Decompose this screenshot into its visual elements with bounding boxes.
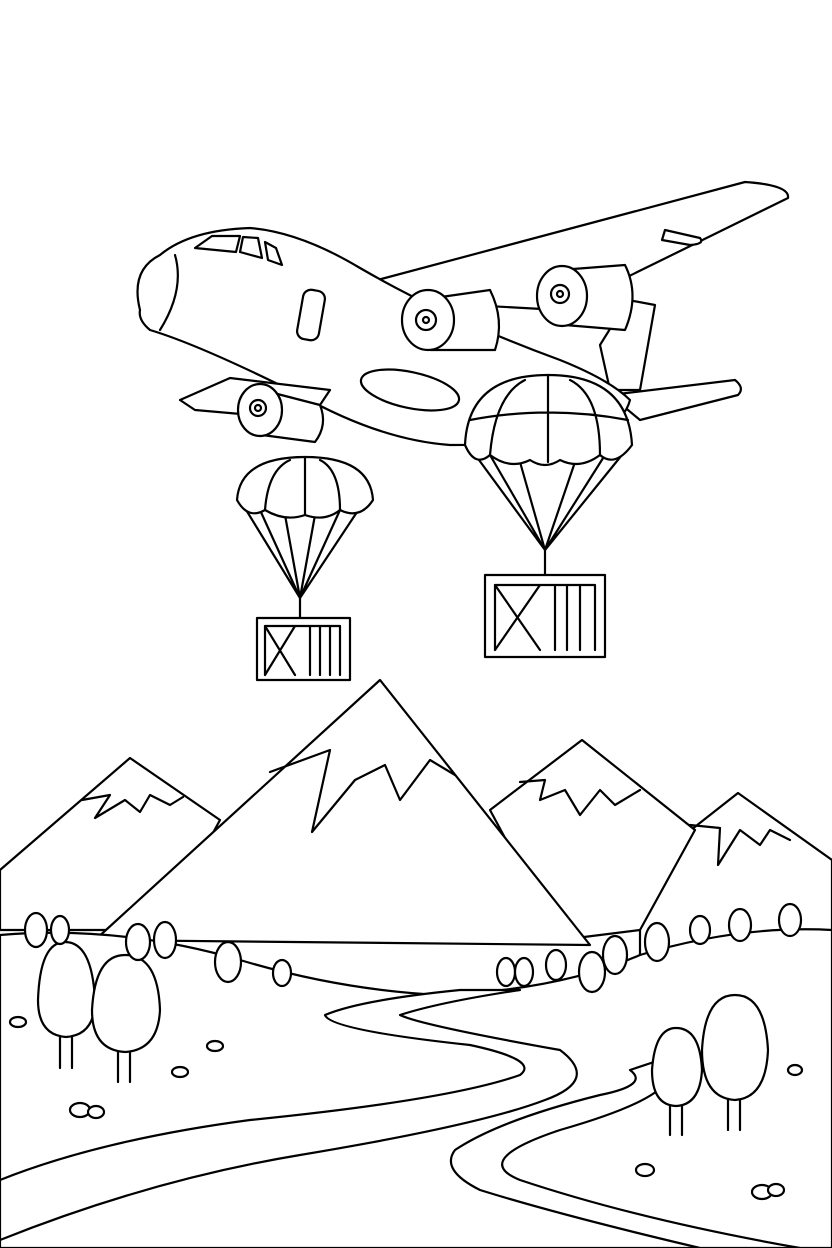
river-lower [449, 1058, 802, 1248]
small-tree [513, 956, 535, 988]
cockpit-window [263, 240, 284, 267]
parachute-lines [466, 443, 632, 552]
wing-fairing [359, 368, 461, 412]
parachute-crate-big [463, 373, 634, 659]
snowcap-left [80, 793, 185, 820]
river [0, 988, 578, 1242]
cockpit-window [238, 235, 264, 260]
trees [8, 902, 804, 1201]
small-tree [124, 922, 152, 962]
small-tree [688, 914, 712, 946]
rock [786, 1063, 804, 1077]
small-tree [152, 920, 178, 960]
crate [255, 616, 352, 682]
small-tree [577, 950, 607, 994]
small-tree [49, 914, 71, 946]
rock [86, 1104, 106, 1120]
rock [205, 1039, 225, 1053]
small-tree [544, 948, 568, 982]
landscape [0, 928, 832, 1248]
engine [535, 263, 634, 332]
wing-right [368, 180, 790, 312]
small-tree [643, 921, 671, 963]
small-tree [727, 907, 753, 943]
small-tree [23, 911, 49, 949]
small-tree [601, 934, 629, 976]
crate-slats [493, 548, 597, 652]
snowcap-right [518, 778, 642, 817]
engine [400, 288, 501, 352]
mountains [0, 678, 832, 962]
crate [483, 573, 607, 659]
small-tree [777, 902, 803, 938]
rock [68, 1101, 92, 1119]
parachute-crate-small [235, 455, 375, 682]
parachute-lines [238, 498, 367, 600]
cockpit-window [193, 234, 242, 254]
rock [766, 1182, 786, 1198]
small-tree [495, 956, 517, 988]
cargo-plane [136, 180, 790, 447]
tree [700, 993, 770, 1132]
crate-slats [263, 596, 342, 677]
canopy-seams [263, 455, 342, 517]
engine [236, 382, 325, 444]
small-tree [213, 940, 243, 984]
stabilizer [608, 378, 742, 422]
rock [8, 1015, 28, 1029]
rock [170, 1065, 190, 1079]
snowcap-far-right [688, 823, 792, 867]
tree [650, 1026, 704, 1137]
wing-pod [660, 228, 703, 247]
mountain-center [93, 678, 592, 947]
cargo-door [295, 288, 327, 342]
tree [90, 953, 162, 1084]
canopy-seams [468, 373, 630, 464]
small-tree [271, 958, 293, 988]
nose-cone [158, 253, 179, 332]
snowcap-center [268, 748, 457, 834]
rock [634, 1162, 656, 1178]
